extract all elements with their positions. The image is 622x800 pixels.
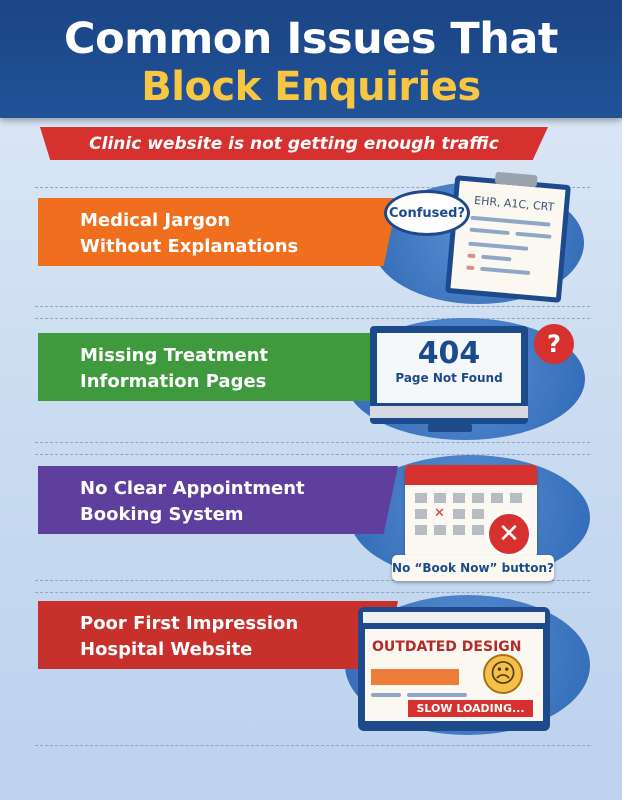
issue-label: Poor First Impression: [80, 613, 299, 634]
issue-label: Without Explanations: [80, 236, 299, 257]
clipboard-text: EHR, A1C, CRT: [473, 193, 555, 214]
issue-label: Medical Jargon: [80, 210, 231, 231]
issue-banner-treatment: Missing Treatment Information Pages: [38, 333, 398, 401]
slow-loading-badge: SLOW LOADING...: [408, 700, 533, 717]
divider: [35, 442, 590, 443]
issue-label: Missing Treatment: [80, 345, 269, 366]
error-text: Page Not Found: [395, 371, 503, 385]
divider: [35, 306, 590, 307]
error-code: 404: [417, 336, 481, 371]
divider: [35, 454, 590, 455]
sad-face-icon: ☹: [483, 654, 523, 694]
divider: [35, 580, 590, 581]
issue-label: Booking System: [80, 504, 244, 525]
book-now-caption: No “Book Now” button?: [392, 555, 554, 581]
issue-banner-impression: Poor First Impression Hospital Website: [38, 601, 398, 669]
issue-label: No Clear Appointment: [80, 478, 305, 499]
divider: [35, 318, 590, 319]
divider: [35, 592, 590, 593]
subtitle-ribbon: Clinic website is not getting enough tra…: [40, 127, 548, 160]
monitor-stand: [428, 424, 472, 432]
confused-speech-bubble: Confused?: [384, 190, 470, 236]
issue-label: Information Pages: [80, 371, 267, 392]
x-circle-icon: ✕: [486, 511, 532, 557]
outdated-website-icon: OUTDATED DESIGN SLOW LOADING...: [358, 607, 550, 731]
page-title-line1: Common Issues That: [64, 14, 558, 64]
header: [0, 0, 622, 118]
issue-label: Hospital Website: [80, 639, 253, 660]
outdated-design-text: OUTDATED DESIGN: [372, 639, 522, 655]
question-icon: ?: [534, 324, 574, 364]
monitor-icon: 404 Page Not Found: [370, 326, 528, 424]
page-title-line2: Block Enquiries: [141, 64, 481, 110]
clipboard-icon: EHR, A1C, CRT: [445, 171, 571, 303]
divider: [35, 187, 590, 188]
issue-banner-booking: No Clear Appointment Booking System: [38, 466, 398, 534]
divider: [35, 745, 590, 746]
issue-banner-jargon: Medical Jargon Without Explanations: [38, 198, 398, 266]
